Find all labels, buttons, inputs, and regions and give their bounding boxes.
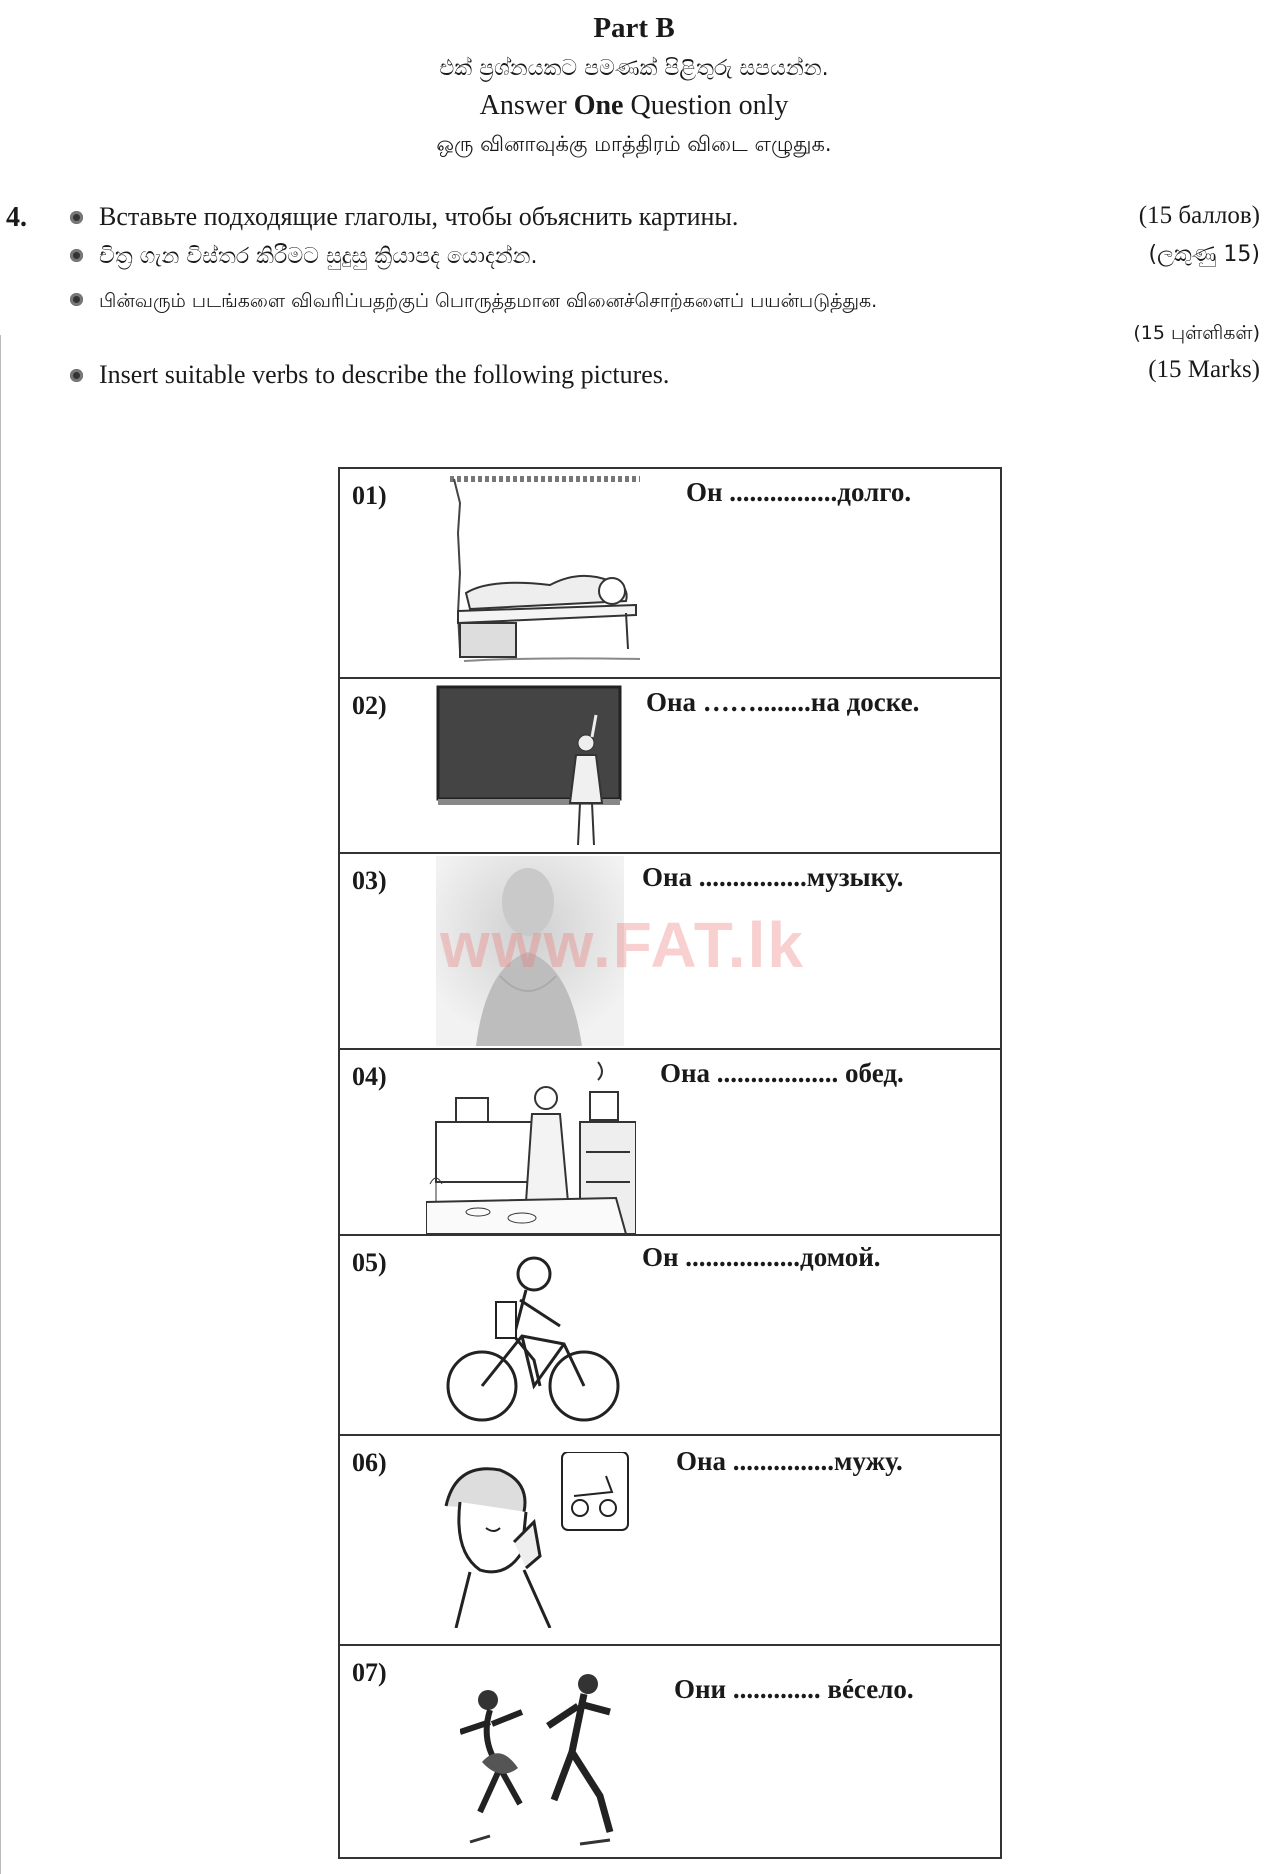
man-riding-bicycle-icon bbox=[446, 1256, 620, 1422]
item-sentence: Они ............. вéсело. bbox=[674, 1674, 914, 1704]
item-sentence: Она ……........на доске. bbox=[646, 687, 920, 717]
table-row: 05) Он .................домой. bbox=[338, 1234, 1002, 1434]
marks-english: (15 Marks) bbox=[1148, 356, 1260, 383]
instruction-english: Answer One Question only bbox=[479, 90, 789, 121]
bullet-icon bbox=[70, 248, 83, 262]
instruction-english-q: Insert suitable verbs to describe the fo… bbox=[70, 360, 669, 390]
item-number: 02) bbox=[352, 691, 387, 720]
sleeping-man-icon bbox=[450, 476, 641, 662]
item-sentence: Она ...............мужу. bbox=[676, 1446, 903, 1476]
table-row: 06) Она ...............мужу. bbox=[338, 1434, 1002, 1644]
item-number: 05) bbox=[352, 1248, 387, 1277]
item-number: 06) bbox=[352, 1448, 387, 1477]
table-row: 02) Она ……........на доске. bbox=[338, 677, 1002, 852]
bullet-icon bbox=[70, 293, 83, 306]
part-title: Part B bbox=[593, 12, 675, 44]
marks-russian: (15 баллов) bbox=[1138, 202, 1260, 229]
table-row: 07) Они ............. вéсело. bbox=[338, 1644, 1002, 1859]
instruction-russian: Вставьте подходящие глаголы, чтобы объяс… bbox=[70, 202, 738, 232]
bullet-icon bbox=[70, 368, 83, 382]
item-sentence: Он ................долго. bbox=[686, 477, 912, 507]
woman-on-phone-icon bbox=[444, 1452, 629, 1628]
item-number: 03) bbox=[352, 866, 387, 895]
instruction-sinhala-q: චිත්‍ර ගැන විස්තර කිරීමට සුදුසු ක්‍රියාප… bbox=[70, 244, 537, 269]
item-number: 07) bbox=[352, 1658, 387, 1687]
woman-listening-music-icon bbox=[436, 856, 624, 1046]
girl-writing-blackboard-icon bbox=[436, 685, 622, 846]
question-number: 4. bbox=[6, 202, 27, 233]
item-number: 04) bbox=[352, 1062, 387, 1091]
bullet-icon bbox=[70, 210, 83, 224]
table-row: 01) Он ................долго. bbox=[338, 467, 1002, 677]
marks-tamil: (15 புள்ளிகள்) bbox=[1133, 322, 1260, 344]
margin-rule bbox=[0, 335, 1, 1874]
table-row: 04) Она .................. обед. bbox=[338, 1048, 1002, 1234]
woman-cooking-kitchen-icon bbox=[426, 1061, 636, 1234]
item-number: 01) bbox=[352, 481, 387, 510]
watermark: www.FAT.lk bbox=[440, 909, 805, 981]
instruction-tamil: ஒரு வினாவுக்கு மாத்திரம் விடை எழுதுக. bbox=[436, 132, 832, 156]
instruction-tamil-q: பின்வரும் படங்களை விவரிப்பதற்குப் பொருத்… bbox=[70, 290, 877, 315]
item-sentence: Она .................. обед. bbox=[660, 1058, 904, 1088]
picture-table: 01) Он ................долго. 02) Она ……… bbox=[338, 467, 1002, 1859]
table-row: 03) Она ................музыку. bbox=[338, 852, 1002, 1048]
people-dancing-icon bbox=[460, 1674, 614, 1846]
instruction-sinhala: එක් ප්‍රශ්නයකට පමණක් පිළිතුරු සපයන්න. bbox=[439, 56, 829, 81]
item-sentence: Она ................музыку. bbox=[642, 862, 904, 892]
marks-sinhala: (ලකුණු 15) bbox=[1148, 242, 1260, 267]
item-sentence: Он .................домой. bbox=[642, 1242, 881, 1272]
